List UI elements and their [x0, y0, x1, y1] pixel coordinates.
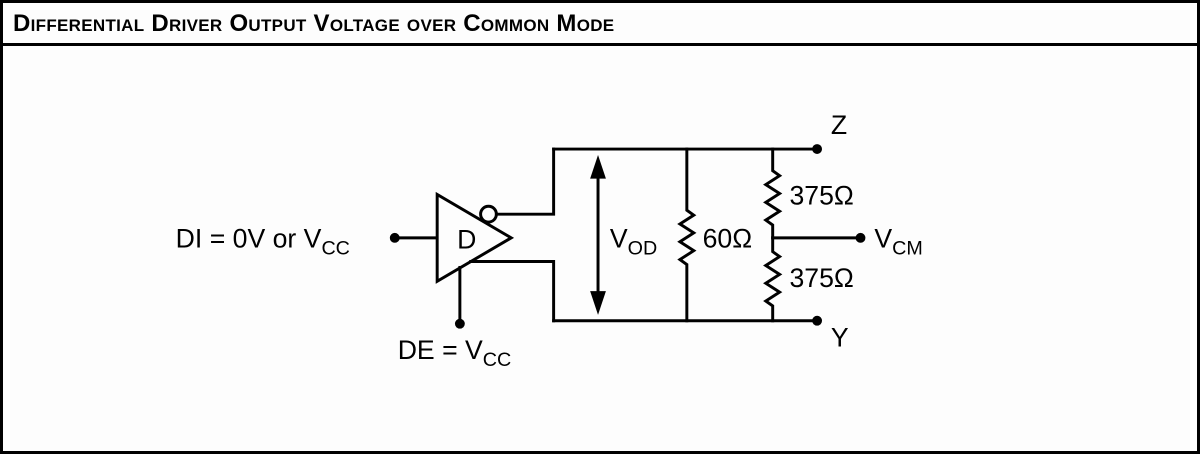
inversion-bubble — [479, 204, 498, 224]
vod-label-sub: OD — [628, 238, 658, 260]
vcm-label-main: V — [874, 224, 892, 254]
resistor-60-label: 60Ω — [703, 224, 753, 254]
input-label: DI = 0V or VCC — [176, 224, 350, 260]
terminal-z-label: Z — [831, 110, 847, 140]
terminal-dot-z — [812, 144, 823, 154]
resistor-60-ohm — [677, 147, 697, 323]
enable-terminal-dot — [454, 318, 465, 329]
enable-label-main: DE = V — [398, 335, 483, 365]
terminal-y-label: Y — [831, 322, 849, 352]
vod-arrowhead-top — [590, 154, 606, 179]
circuit-diagram: DI = 0V or VCC D DE = VCC VOD 60Ω 375Ω 3… — [176, 110, 923, 371]
resistor-375-bottom-label: 375Ω — [789, 263, 853, 293]
driver-label: D — [457, 225, 476, 255]
input-terminal-dot — [389, 232, 400, 243]
input-label-sub: CC — [321, 238, 349, 260]
vod-label: VOD — [610, 224, 657, 260]
terminal-dot-vcm — [855, 232, 866, 243]
output-wire-bottom — [469, 260, 556, 323]
vcm-label: VCM — [874, 224, 922, 260]
resistor-375-top-label: 375Ω — [789, 180, 853, 210]
driver-triangle — [435, 191, 515, 284]
output-wire-top — [494, 147, 556, 216]
input-label-main: DI = 0V or V — [176, 224, 322, 254]
figure-title: Differential Driver Output Voltage over … — [3, 3, 1197, 46]
vod-arrowhead-bottom — [590, 291, 606, 315]
vcm-label-sub: CM — [892, 238, 923, 260]
terminal-dot-y — [812, 315, 823, 326]
enable-label: DE = VCC — [398, 335, 512, 371]
resistor-375-ohm-bottom — [763, 236, 783, 323]
enable-label-sub: CC — [483, 349, 511, 371]
vod-label-main: V — [610, 224, 628, 254]
resistor-375-ohm-top — [763, 147, 783, 240]
